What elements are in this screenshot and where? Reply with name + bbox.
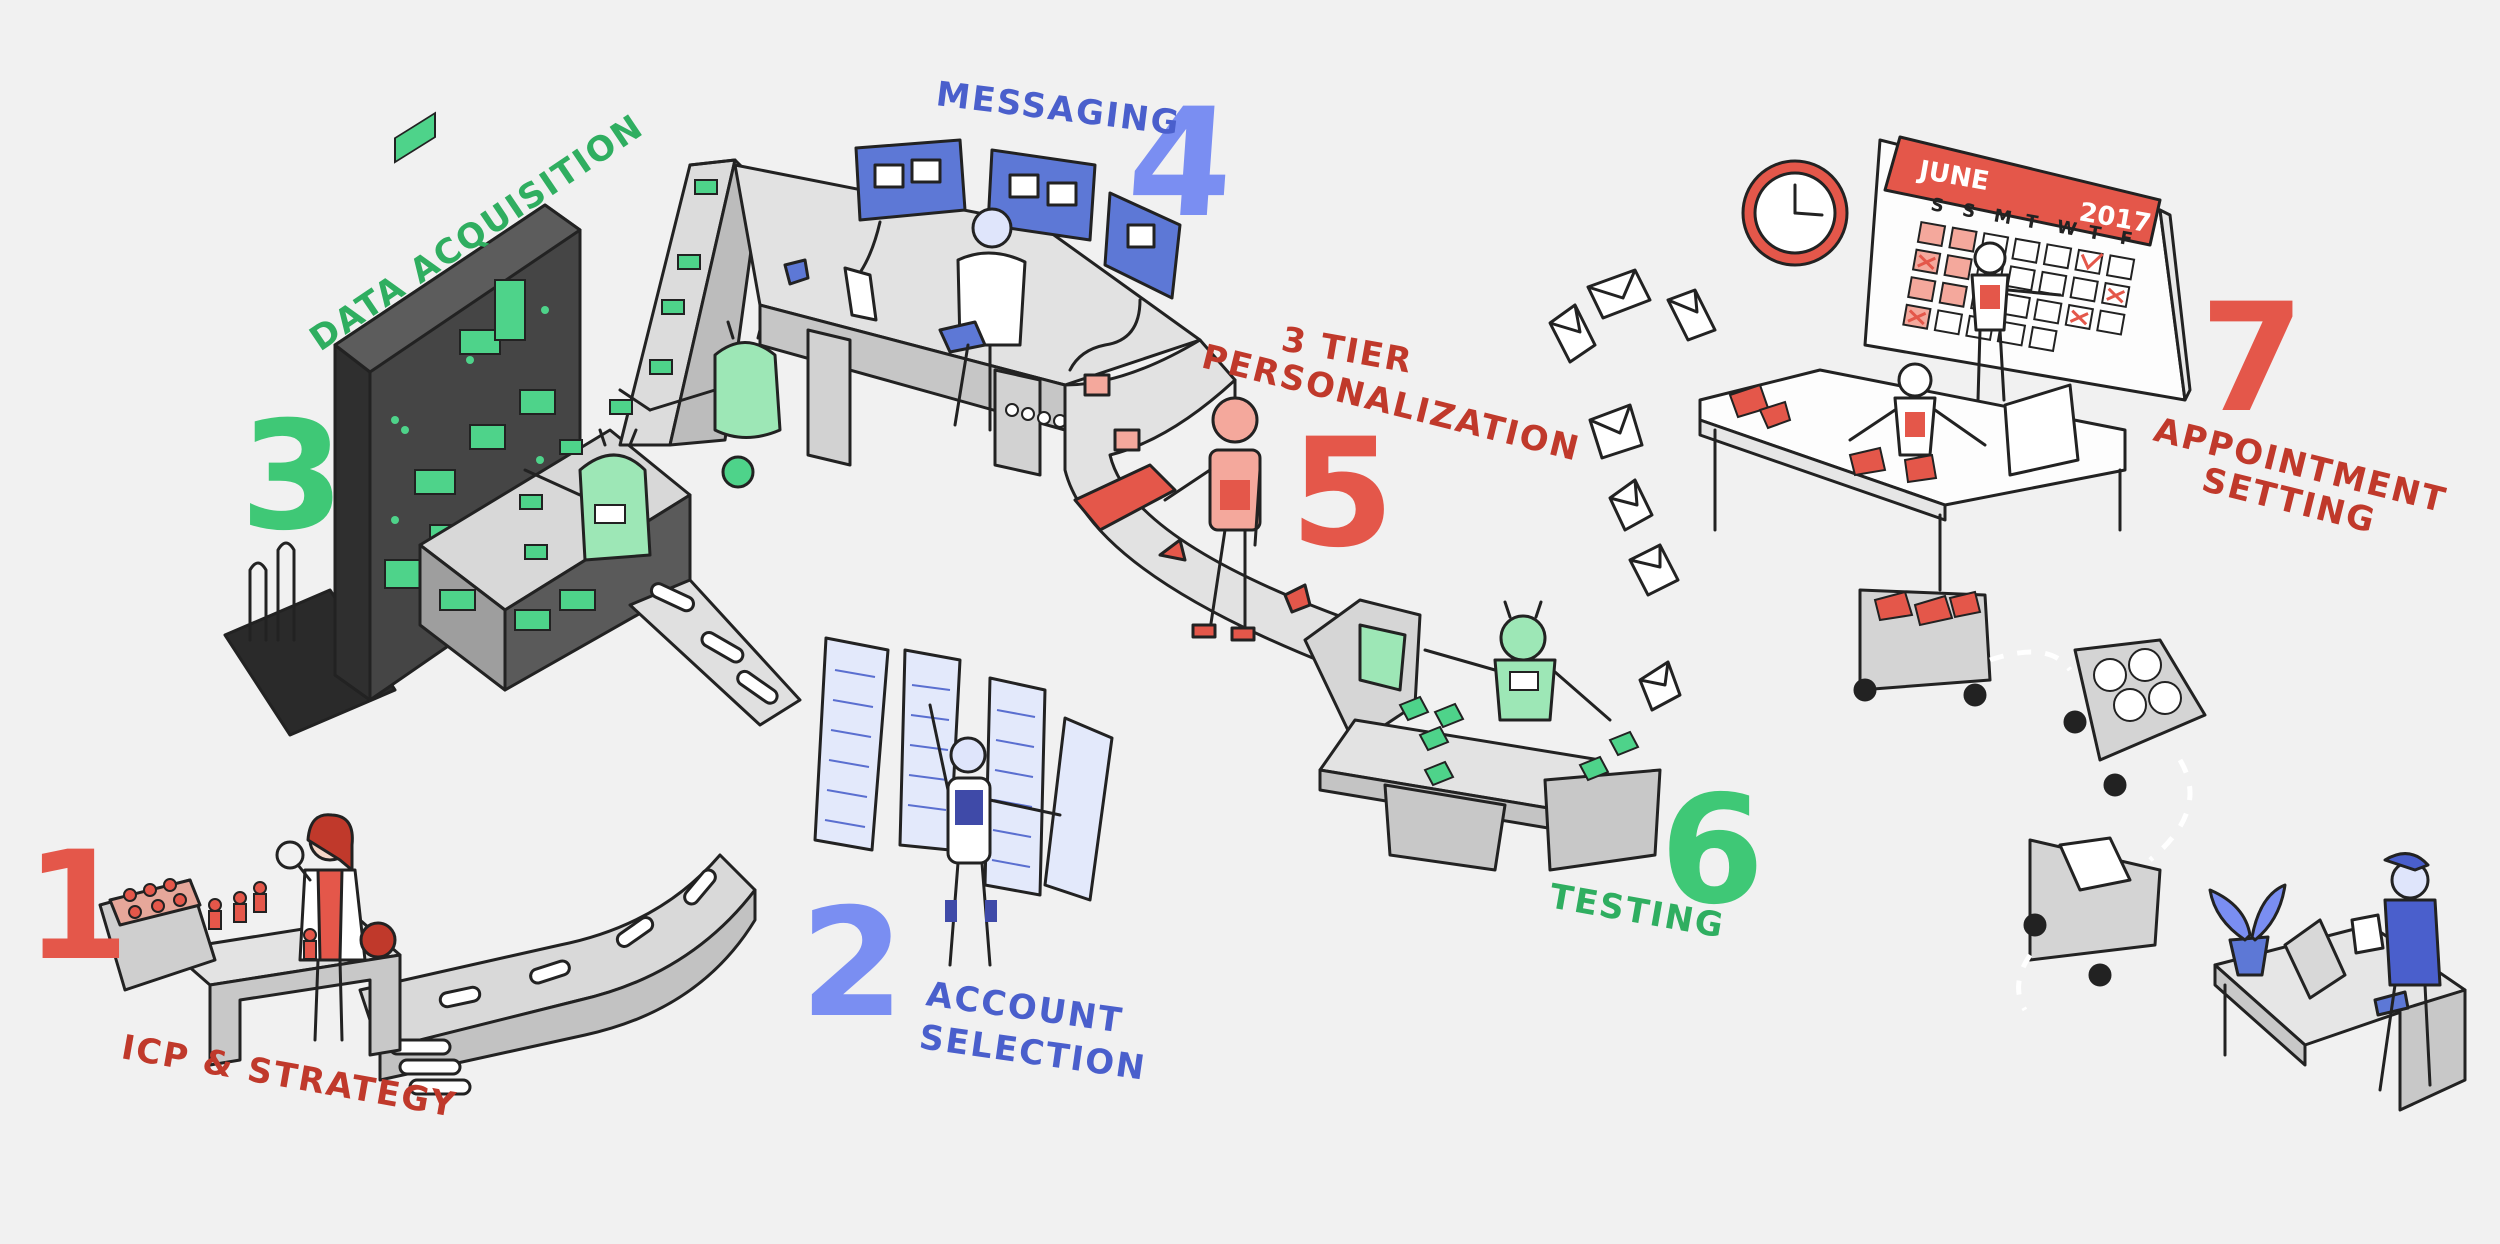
envelope-icon xyxy=(1628,543,1680,597)
businessman xyxy=(2350,852,2442,1092)
step-2-account-selection: 2 ACCOUNT SELECTION xyxy=(800,636,1149,1089)
plant-icon xyxy=(2208,883,2287,977)
svg-text:W: W xyxy=(2055,216,2078,240)
calendar: JUNE 2017 S S M T W T F xyxy=(1863,135,2192,402)
monitor-right xyxy=(1068,191,1182,372)
messaging-worker xyxy=(843,207,1027,432)
step-3-data-acquisition: 3 DATA ACQUISITION xyxy=(223,106,802,737)
envelope-icon xyxy=(1588,403,1644,460)
mail-cart-red xyxy=(1853,588,1992,707)
step-4-messaging: 4 MESSAGING xyxy=(733,74,1239,477)
people-bin xyxy=(98,878,217,992)
svg-text:F: F xyxy=(2118,228,2134,251)
clock-cart xyxy=(2063,638,2207,797)
selection-robot xyxy=(928,703,1062,967)
calendar-robot xyxy=(1970,241,2062,402)
wall-clock xyxy=(1741,159,1849,267)
envelope-icon xyxy=(1638,660,1682,712)
monitor-left xyxy=(848,138,967,287)
svg-text:S: S xyxy=(1929,194,1945,217)
incline-conveyor xyxy=(519,158,762,560)
strategist-woman xyxy=(275,813,397,1042)
step-5-number: 5 xyxy=(1290,407,1394,581)
document-sheets xyxy=(813,636,1114,902)
testing-robot xyxy=(1423,600,1612,722)
step-1-icp-strategy: 1 ICP & STRATEGY xyxy=(25,813,757,1126)
monitor-center xyxy=(986,148,1097,242)
calendar-weekdays: S S M T W T F xyxy=(1929,194,2134,250)
envelope-icon xyxy=(1548,303,1597,364)
svg-text:T: T xyxy=(2024,211,2040,234)
step-4-number: 4 xyxy=(1122,77,1239,251)
persona-figures xyxy=(208,881,317,960)
step-7-number: 7 xyxy=(2200,272,2304,446)
calendar-grid xyxy=(1902,220,2136,353)
step-6-number: 6 xyxy=(1660,764,1764,938)
envelope-icon xyxy=(1666,288,1717,342)
chat-bubble-icon xyxy=(783,258,810,286)
step-2-number: 2 xyxy=(800,877,904,1051)
green-robot-lower xyxy=(523,428,652,562)
testing-station xyxy=(1303,598,1662,872)
envelope-icon xyxy=(1608,478,1654,532)
step-3-number: 3 xyxy=(240,390,344,564)
flying-envelopes xyxy=(1548,268,1717,712)
step-1-number: 1 xyxy=(25,820,129,994)
svg-text:S: S xyxy=(1961,200,1977,223)
step-7-appointment-setting: JUNE 2017 S S M T W T F xyxy=(1698,135,2467,1112)
desk-robot xyxy=(1848,362,1987,457)
personalization-robot xyxy=(1163,378,1262,642)
dashed-path xyxy=(1989,649,2193,1012)
conveyor-belt-1 xyxy=(358,853,757,1096)
step-6-testing: 6 TESTING xyxy=(1303,598,1764,947)
output-chute xyxy=(628,578,802,727)
envelope-icon xyxy=(1586,268,1652,320)
svg-text:M: M xyxy=(1992,205,2013,229)
svg-text:T: T xyxy=(2087,222,2103,245)
paper-cart xyxy=(2023,836,2162,987)
